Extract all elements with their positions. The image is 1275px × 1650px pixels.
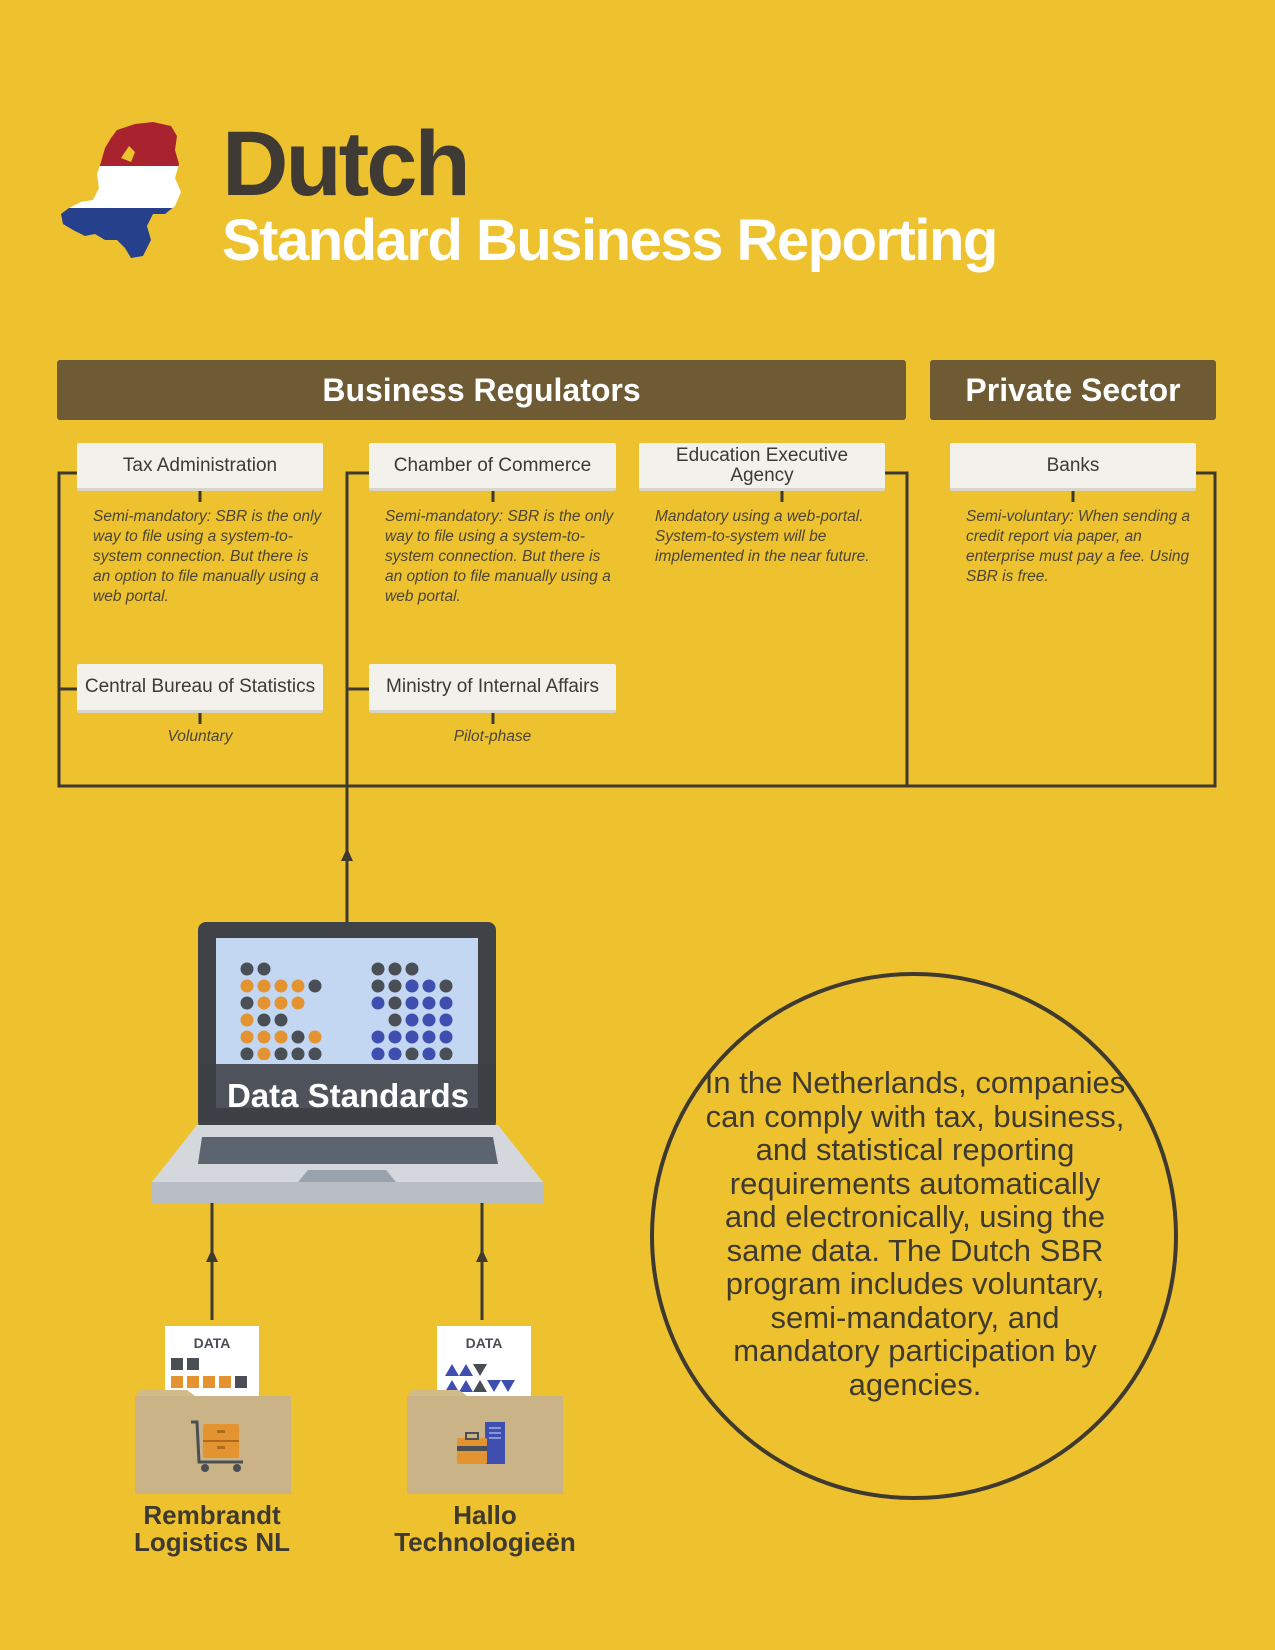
education-executive-agency-note: Mandatory using a web-portal. System-to-…	[655, 508, 870, 565]
data-dot	[405, 1013, 419, 1027]
data-dot	[240, 1013, 254, 1027]
data-dot	[388, 996, 402, 1010]
page-title: Dutch	[222, 113, 471, 215]
data-dot	[422, 1047, 436, 1060]
data-triangle	[445, 1380, 459, 1392]
data-triangle	[473, 1380, 487, 1392]
data-dot	[439, 996, 453, 1010]
data-dot	[405, 996, 419, 1010]
data-dot	[422, 979, 436, 993]
data-dot	[439, 1030, 453, 1044]
data-dot	[439, 979, 453, 993]
data-dot	[405, 1047, 419, 1060]
data-dot	[291, 1047, 305, 1060]
data-dot	[291, 979, 305, 993]
data-dot	[422, 1030, 436, 1044]
data-dot	[439, 1047, 453, 1060]
laptop-icon	[152, 922, 543, 1203]
ministry-of-internal-affairs-note: Pilot-phase	[453, 728, 532, 745]
data-dot	[308, 979, 322, 993]
data-dot	[422, 996, 436, 1010]
card-tax-administration: Tax Administration	[77, 443, 323, 491]
page-subtitle: Standard Business Reporting	[222, 208, 998, 273]
data-dot	[274, 996, 288, 1010]
data-dot	[371, 1047, 385, 1060]
data-dot	[240, 962, 254, 976]
company-hallo-technologieen: Hallo Technologieën	[394, 1500, 576, 1557]
data-triangle	[473, 1364, 487, 1376]
business-regulators-banner: Business Regulators	[57, 360, 906, 420]
data-dot	[371, 962, 385, 976]
data-dot	[388, 1013, 402, 1027]
data-dot	[240, 1030, 254, 1044]
data-dot	[371, 996, 385, 1010]
data-dot	[388, 1030, 402, 1044]
data-dot	[274, 1047, 288, 1060]
data-dot	[405, 962, 419, 976]
folder-hallo-icon	[407, 1326, 563, 1494]
data-dot	[439, 1013, 453, 1027]
private-sector-banner: Private Sector	[930, 360, 1216, 420]
data-triangle	[459, 1380, 473, 1392]
data-dot	[405, 979, 419, 993]
netherlands-flag-map-icon	[61, 122, 181, 258]
data-dot	[308, 1047, 322, 1060]
data-dot	[257, 1047, 271, 1060]
data-dot	[240, 1047, 254, 1060]
data-dot	[388, 962, 402, 976]
folder-rembrandt-icon	[135, 1326, 291, 1494]
central-bureau-of-statistics-note: Voluntary	[167, 728, 233, 745]
data-triangle	[445, 1364, 459, 1376]
data-dot	[240, 996, 254, 1010]
data-dot	[257, 962, 271, 976]
data-dot	[308, 1030, 322, 1044]
data-dot	[422, 1013, 436, 1027]
data-dot	[274, 1013, 288, 1027]
chamber-of-commerce-note: Semi-mandatory: SBR is the only way to f…	[385, 508, 614, 605]
card-central-bureau-of-statistics: Central Bureau of Statistics	[77, 664, 323, 713]
hallo-doc-label: DATA	[465, 1335, 503, 1351]
card-chamber-of-commerce: Chamber of Commerce	[369, 443, 616, 491]
data-dot	[257, 979, 271, 993]
data-dot	[257, 1013, 271, 1027]
banks-note: Semi-voluntary: When sending a credit re…	[966, 508, 1191, 585]
summary-circle	[650, 972, 1178, 1500]
laptop-label: Data Standards	[226, 1077, 470, 1114]
data-dot	[291, 1030, 305, 1044]
data-dot	[274, 979, 288, 993]
data-dot	[240, 979, 254, 993]
card-ministry-of-internal-affairs: Ministry of Internal Affairs	[369, 664, 616, 713]
data-dot	[257, 996, 271, 1010]
data-dots-right	[371, 962, 453, 1060]
data-dot	[291, 996, 305, 1010]
company-rembrandt-logistics: Rembrandt Logistics NL	[133, 1500, 290, 1557]
card-banks: Banks	[950, 443, 1196, 491]
data-dot	[388, 1047, 402, 1060]
data-dot	[371, 1030, 385, 1044]
laptop-label-bar	[200, 1064, 496, 1122]
data-dot	[274, 1030, 288, 1044]
data-dot	[405, 1030, 419, 1044]
card-education-executive-agency: Education Executive Agency	[639, 443, 885, 491]
data-dots-left	[240, 962, 322, 1060]
data-triangle	[501, 1380, 515, 1392]
data-dot	[257, 1030, 271, 1044]
data-triangle	[487, 1380, 501, 1392]
data-dot	[388, 979, 402, 993]
rembrandt-doc-label: DATA	[193, 1335, 231, 1351]
data-triangle	[459, 1364, 473, 1376]
summary-text: In the Netherlands, companies can comply…	[704, 1065, 1126, 1402]
tax-administration-note: Semi-mandatory: SBR is the only way to f…	[93, 508, 322, 605]
data-dot	[371, 979, 385, 993]
